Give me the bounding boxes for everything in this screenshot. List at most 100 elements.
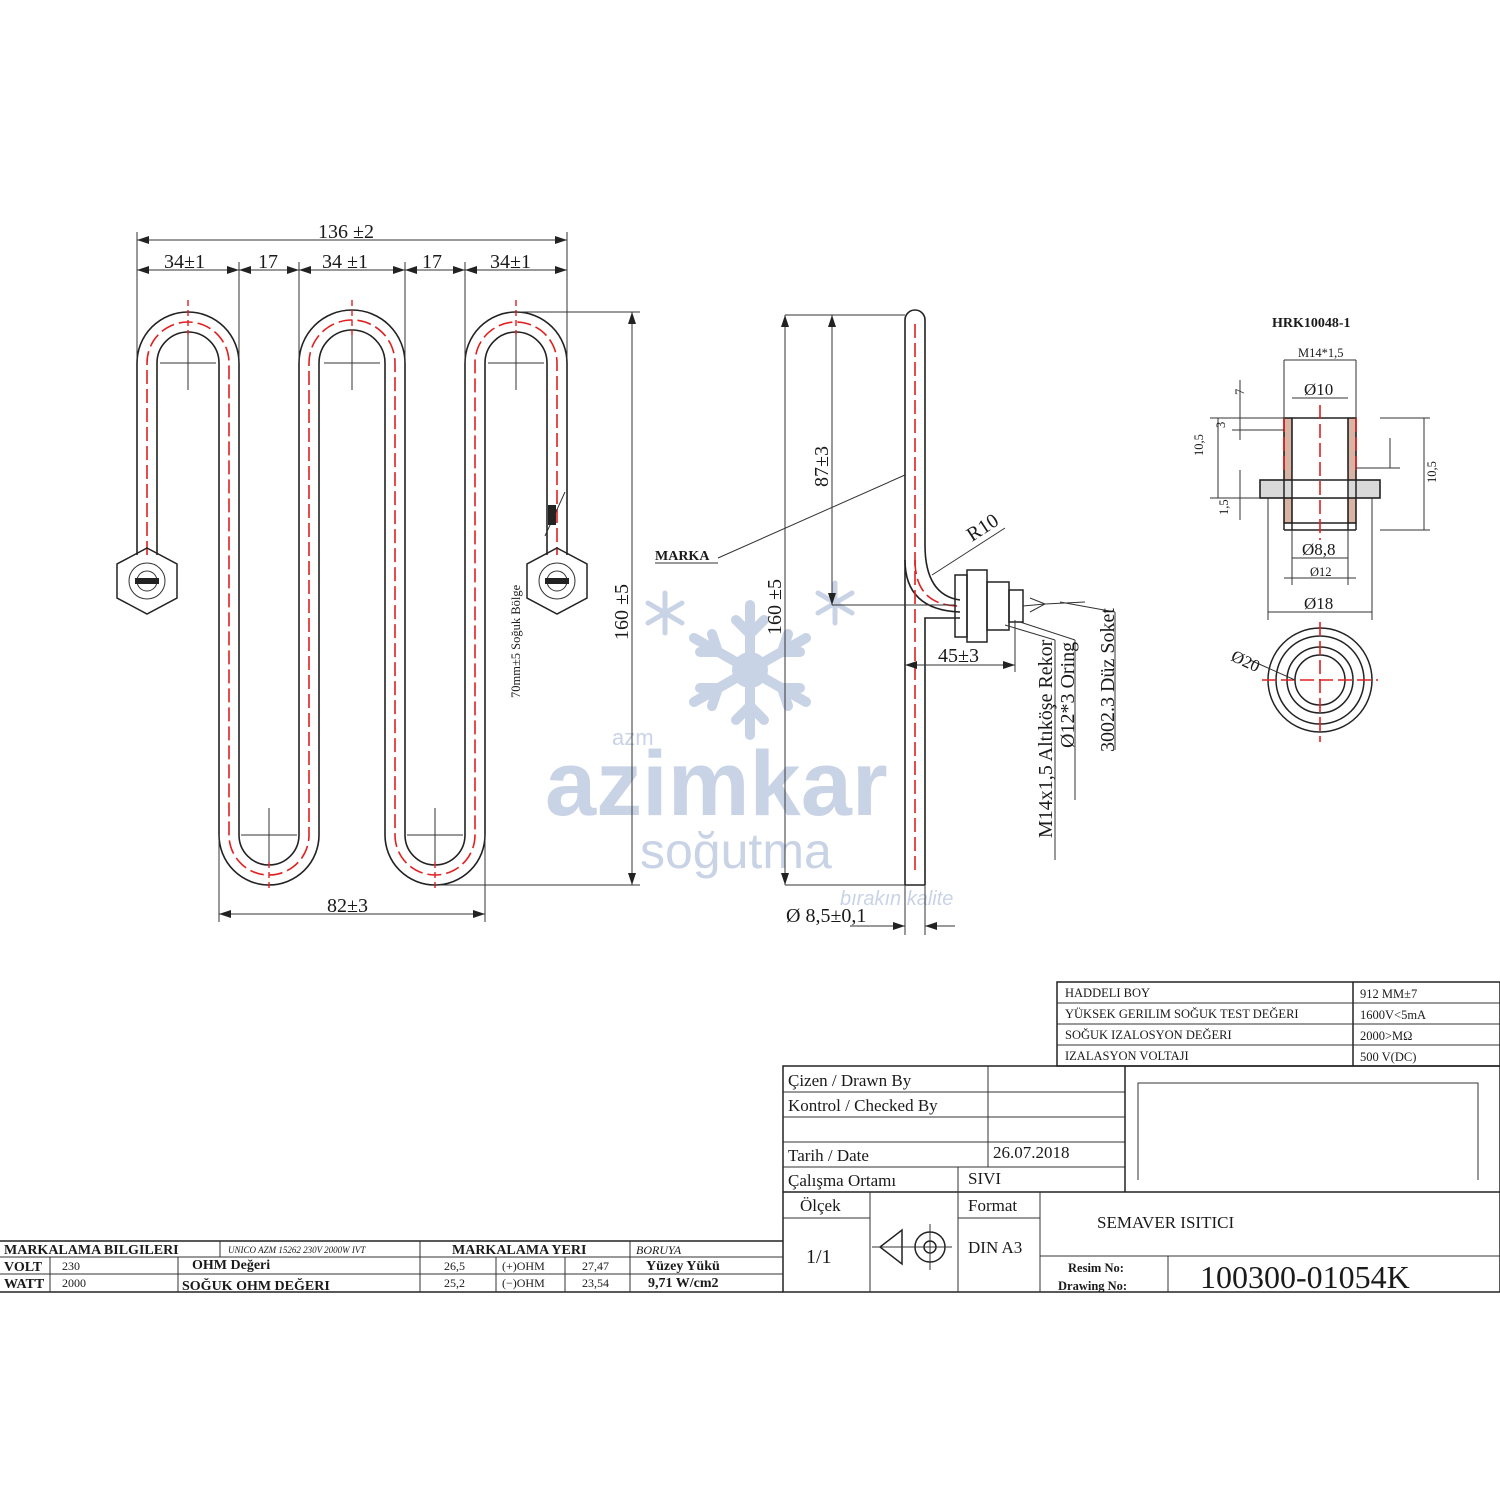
side-leaders [655, 474, 1116, 860]
format-value: DIN A3 [968, 1238, 1022, 1257]
small-snowflake-icon [645, 580, 855, 636]
fitting-h10: 10,5 [1425, 461, 1439, 483]
dim-overall-width: 136 ±2 [318, 221, 374, 243]
marking-header-2: UNICO AZM 15262 230V 2000W IVT [228, 1245, 366, 1255]
spec-value-2: 2000>MΩ [1360, 1029, 1412, 1043]
marking-header-3: MARKALAMA YERI [452, 1243, 586, 1258]
side-dimension-arrows [781, 315, 1015, 930]
spec-label-3: IZALASYON VOLTAJI [1065, 1049, 1189, 1063]
marka-label: MARKA [655, 549, 710, 564]
fitting-top-view [1249, 622, 1378, 742]
side-tube-inner [924, 617, 960, 885]
load-value: 9,71 W/cm2 [648, 1276, 719, 1291]
dim-seg-e: 34±1 [490, 251, 531, 273]
ohm-value: 26,5 [444, 1259, 465, 1273]
drawing-number: 100300-01054K [1200, 1259, 1410, 1295]
fitting-part-no: HRK10048-1 [1272, 316, 1351, 331]
scale-label: Ölçek [800, 1196, 841, 1215]
side-dim-height: 160 ±5 [764, 579, 786, 635]
plus-ohm-label: (+)OHM [502, 1259, 545, 1273]
tube-outer-outline [136, 309, 568, 866]
marking-header-1: MARKALAMA BILGILERI [4, 1243, 179, 1258]
checked-by-label: Kontrol / Checked By [788, 1096, 938, 1115]
ohm-label: OHM Değeri [192, 1258, 270, 1273]
front-view: 70mm±5 Soğuk Bölge [116, 221, 640, 922]
spec-label-2: SOĞUK IZALOSYON DEĞERI [1065, 1028, 1232, 1042]
title-block: Çizen / Drawn By Kontrol / Checked By Ta… [782, 1065, 1500, 1295]
fitting-d88: Ø8,8 [1302, 540, 1336, 559]
watermark-brand: azimkar [545, 733, 888, 835]
marking-table: MARKALAMA BILGILERI UNICO AZM 15262 230V… [0, 1240, 783, 1294]
cold-ohm-label: SOĞUK OHM DEĞERI [182, 1277, 330, 1294]
tube-inner-outline [156, 329, 548, 886]
scale-value: 1/1 [806, 1246, 832, 1268]
watermark-small: azm [612, 725, 654, 750]
dim-seg-d: 17 [422, 251, 442, 273]
center-marks [160, 335, 544, 862]
drawn-by-label: Çizen / Drawn By [788, 1071, 912, 1090]
side-fitting [954, 569, 1086, 643]
watermark: azm azimkar soğutma bırakın kalite [545, 580, 953, 910]
snowflake-icon [689, 600, 811, 740]
dim-bottom-width: 82±3 [327, 895, 368, 917]
fitting-detail: HRK10048-1 [1192, 316, 1439, 742]
spec-label-1: YÜKSEK GERILIM SOĞUK TEST DEĞERI [1065, 1007, 1299, 1021]
spec-value-1: 1600V<5mA [1360, 1008, 1426, 1022]
fitting-h105: 10,5 [1192, 434, 1206, 456]
env-label: Çalışma Ortamı [788, 1171, 896, 1190]
dim-seg-c: 34 ±1 [322, 251, 368, 273]
side-dim-radius: R10 [963, 510, 1003, 547]
fitting-d18: Ø18 [1304, 594, 1333, 613]
fitting-d20: Ø20 [1228, 646, 1263, 676]
minus-ohm-label: (−)OHM [502, 1276, 545, 1290]
watt-label: WATT [4, 1277, 45, 1292]
watt-value: 2000 [62, 1276, 86, 1290]
drawing-no-label-2: Drawing No: [1058, 1279, 1127, 1293]
side-dim-offset: 45±3 [938, 645, 979, 667]
side-tube-bend [904, 559, 961, 613]
minus-ohm-value: 23,54 [582, 1276, 609, 1290]
plus-ohm-value: 27,47 [582, 1259, 609, 1273]
projection-symbol-icon [872, 1224, 952, 1270]
volt-label: VOLT [4, 1260, 43, 1275]
fitting-section [1259, 405, 1381, 540]
spec-value-0: 912 MM±7 [1360, 987, 1417, 1001]
soket-label: 3002.3 Düz Soket [1097, 608, 1119, 752]
side-dimension-lines [784, 314, 1016, 935]
drawing-no-label-1: Resim No: [1068, 1261, 1124, 1275]
fitting-dimension-lines [1210, 359, 1430, 620]
cold-ohm-value: 25,2 [444, 1276, 465, 1290]
fitting-d12: Ø12 [1310, 565, 1332, 579]
spec-value-3: 500 V(DC) [1360, 1050, 1416, 1064]
dimension-lines [136, 232, 640, 922]
terminal-nut-right [526, 547, 588, 615]
side-dim-diameter: Ø 8,5±0,1 [786, 905, 866, 927]
logo-box [1137, 1082, 1479, 1180]
rekor-label: M14x1,5 Altıköşe Rekor [1035, 639, 1057, 838]
marking-header-4: BORUYA [636, 1243, 682, 1257]
fitting-thread: M14*1,5 [1298, 346, 1344, 360]
dim-seg-a: 34±1 [164, 251, 205, 273]
side-dim-upper: 87±3 [811, 446, 833, 487]
watermark-sub: soğutma [640, 823, 832, 879]
fitting-h7: 7 [1233, 389, 1247, 395]
tube-centerline [146, 319, 558, 876]
cold-zone-mark [548, 505, 556, 525]
fitting-h3: 3 [1214, 422, 1228, 428]
side-tube-outline [904, 309, 961, 885]
dim-seg-b: 17 [258, 251, 278, 273]
dim-height: 160 ±5 [611, 584, 633, 640]
date-label: Tarih / Date [788, 1146, 869, 1165]
format-label: Format [968, 1196, 1017, 1215]
spec-label-0: HADDELI BOY [1065, 986, 1150, 1000]
oring-label: Ø12*3 Oring [1057, 642, 1079, 748]
load-label: Yüzey Yükü [646, 1259, 720, 1274]
spec-table: HADDELI BOY 912 MM±7 YÜKSEK GERILIM SOĞU… [1056, 981, 1500, 1067]
drawing-title: SEMAVER ISITICI [1097, 1213, 1234, 1232]
terminal-nut-left [116, 547, 178, 615]
env-value: SIVI [968, 1169, 1001, 1188]
volt-value: 230 [62, 1259, 80, 1273]
dimension-arrows [137, 236, 636, 918]
